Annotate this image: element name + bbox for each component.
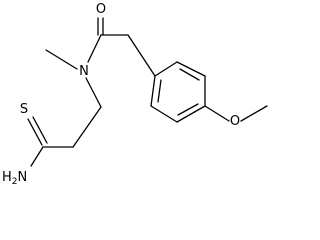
bond-chain-1 [72,106,102,148]
chemical-structure-diagram: O N S O H2N [2,2,268,187]
ring-inner-double-3 [157,79,162,103]
amine-n-label: N [18,170,28,185]
bond-ring-o [204,105,230,122]
ring-bond-2 [176,61,206,77]
carbonyl-oxygen-label: O [96,2,106,17]
amine-subscript-label: 2 [12,177,18,187]
ring-bond-6 [150,75,156,107]
bond-o-methyl [240,105,268,122]
bond-ch2-ring [127,34,156,77]
amine-h-label: H [2,170,12,185]
bond-n-ch2 [85,77,102,108]
ring-inner-double-2 [177,103,199,116]
bond-c-nh2 [30,146,44,167]
bond-carbonyl-n [87,34,102,63]
ring-bond-5 [150,105,178,123]
ring-bond-1 [154,61,178,77]
ring-inner-double-1 [179,68,200,81]
thioamide-sulfur-label: S [20,102,28,117]
amide-nitrogen-label: N [79,64,89,79]
ring-bond-4 [176,105,206,123]
bond-cs-double-1 [27,118,43,146]
methoxy-oxygen-label: O [230,114,240,129]
bond-n-methyl [45,49,78,70]
amine-group-label: H2N [2,170,27,187]
bond-cs-double-2 [32,116,48,144]
